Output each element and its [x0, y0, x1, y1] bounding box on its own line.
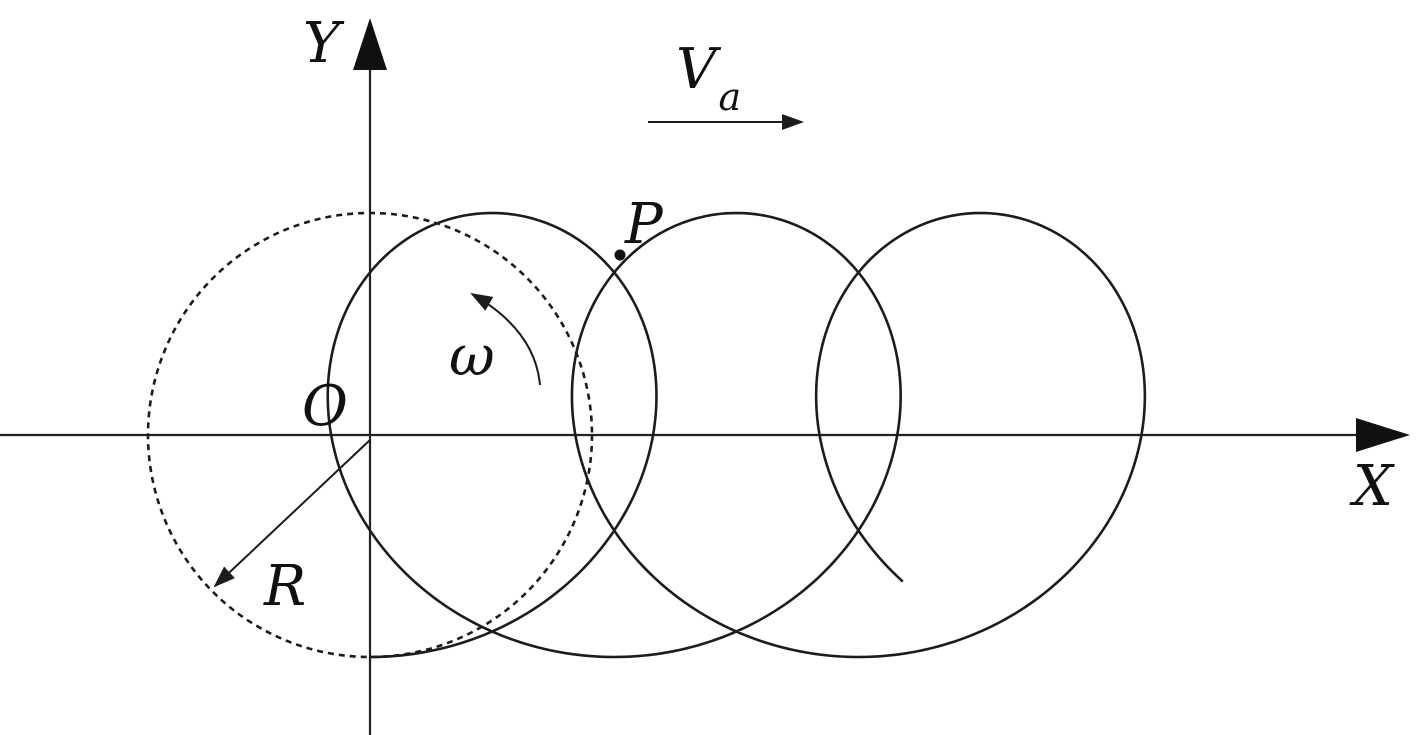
trochoid-path	[326, 211, 1147, 659]
y-axis-arrowhead	[353, 18, 387, 70]
velocity-symbol: V	[676, 37, 722, 102]
point-p-marker	[614, 249, 626, 261]
radius-arrow	[213, 439, 371, 588]
velocity-subscript: a	[718, 75, 741, 119]
x-axis-arrowhead	[1356, 418, 1410, 452]
y-axis-label: Y	[303, 11, 345, 76]
point-p-label: P	[624, 192, 664, 257]
x-axis-label: X	[1349, 454, 1395, 519]
omega-arrow	[470, 293, 541, 386]
tool-circle-dashed	[146, 211, 594, 659]
omega-label: ω	[449, 324, 495, 389]
origin-label: O	[302, 374, 348, 439]
velocity-label: Va	[676, 37, 741, 119]
radius-label: R	[263, 554, 306, 619]
